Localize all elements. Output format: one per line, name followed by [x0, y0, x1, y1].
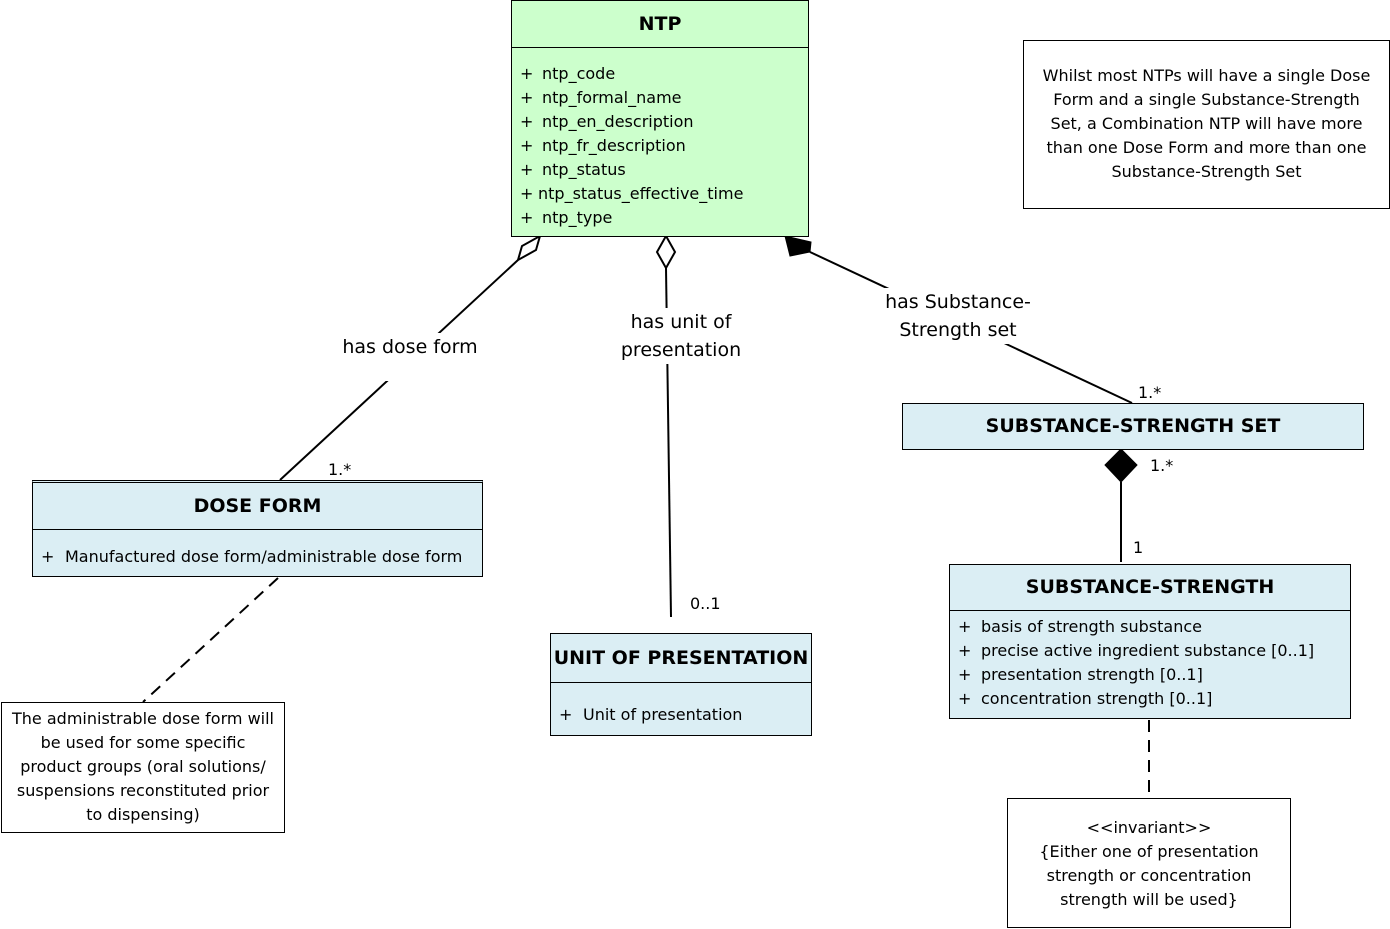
attribute-name: concentration strength [0..1] [981, 689, 1213, 708]
invariant-constraint: {Either one of presentation strength or … [1039, 842, 1259, 909]
combination-ntp-note: Whilst most NTPs will have a single Dose… [1023, 40, 1390, 209]
attribute-row: +Manufactured dose form/administrable do… [41, 545, 482, 569]
attribute-name: basis of strength substance [981, 617, 1202, 636]
substance-strength-set-composition-diamond [784, 235, 812, 257]
unit-of-presentation-attributes: +Unit of presentation [551, 682, 811, 727]
ntp-attributes: +ntp_code +ntp_formal_name +ntp_en_descr… [512, 47, 808, 230]
ntp-class-title: NTP [638, 13, 682, 35]
dose-form-class: DOSE FORM +Manufactured dose form/admini… [32, 480, 483, 577]
attribute-row: +concentration strength [0..1] [958, 687, 1350, 711]
has-substance-strength-set-label: has Substance- Strength set [878, 288, 1038, 344]
attribute-row: +presentation strength [0..1] [958, 663, 1350, 687]
set-to-strength-composition-diamond [1104, 448, 1138, 483]
unit-of-presentation-multiplicity: 0..1 [690, 594, 721, 613]
attribute-name: ntp_code [542, 64, 616, 83]
set-to-strength-bottom-multiplicity: 1 [1133, 538, 1144, 557]
attribute-row: +ntp_code [520, 62, 808, 86]
attribute-row: +Unit of presentation [559, 703, 811, 727]
has-dose-form-label: has dose form [336, 333, 484, 381]
has-unit-of-presentation-label: has unit of presentation [610, 308, 752, 364]
attribute-row: +basis of strength substance [958, 615, 1350, 639]
dose-form-class-title: DOSE FORM [193, 495, 322, 517]
attribute-row: +ntp_type [520, 206, 808, 230]
attribute-row: +ntp_status [520, 158, 808, 182]
ntp-class: NTP +ntp_code +ntp_formal_name +ntp_en_d… [511, 0, 809, 237]
attribute-row: +ntp_en_description [520, 110, 808, 134]
attribute-name: ntp_type [542, 208, 613, 227]
substance-strength-set-class-title: SUBSTANCE-STRENGTH SET [985, 415, 1281, 437]
unit-of-presentation-aggregation-diamond [655, 233, 677, 271]
attribute-row: +ntp_fr_description [520, 134, 808, 158]
substance-strength-class-title: SUBSTANCE-STRENGTH [1025, 576, 1275, 598]
attribute-name: ntp_status [542, 160, 626, 179]
administrable-dose-form-note: The administrable dose form will be used… [1, 702, 285, 833]
attribute-name: precise active ingredient substance [0..… [981, 641, 1315, 660]
substance-strength-class: SUBSTANCE-STRENGTH +basis of strength su… [949, 564, 1351, 719]
attribute-name: ntp_en_description [542, 112, 694, 131]
substance-strength-set-multiplicity: 1.* [1138, 383, 1162, 402]
dose-form-multiplicity: 1.* [328, 460, 352, 479]
attribute-name: Unit of presentation [583, 705, 743, 724]
attribute-row: +ntp_status_effective_time [520, 182, 808, 206]
attribute-name: ntp_status_effective_time [538, 184, 744, 203]
attribute-name: Manufactured dose form/administrable dos… [65, 547, 463, 566]
dose-form-attributes: +Manufactured dose form/administrable do… [33, 529, 482, 569]
substance-strength-attributes: +basis of strength substance +precise ac… [950, 610, 1350, 711]
invariant-stereotype: <<invariant>> [1086, 818, 1212, 837]
substance-strength-set-class: SUBSTANCE-STRENGTH SET [902, 403, 1364, 450]
dose-form-aggregation-diamond [516, 233, 542, 263]
attribute-row: +ntp_formal_name [520, 86, 808, 110]
unit-of-presentation-class: UNIT OF PRESENTATION +Unit of presentati… [550, 633, 812, 736]
attribute-name: ntp_fr_description [542, 136, 686, 155]
attribute-name: ntp_formal_name [542, 88, 682, 107]
invariant-note: <<invariant>> {Either one of presentatio… [1007, 798, 1291, 928]
dose-form-note-link [142, 577, 279, 703]
unit-of-presentation-class-title: UNIT OF PRESENTATION [553, 647, 809, 669]
attribute-name: presentation strength [0..1] [981, 665, 1203, 684]
set-to-strength-top-multiplicity: 1.* [1150, 456, 1174, 475]
attribute-row: +precise active ingredient substance [0.… [958, 639, 1350, 663]
